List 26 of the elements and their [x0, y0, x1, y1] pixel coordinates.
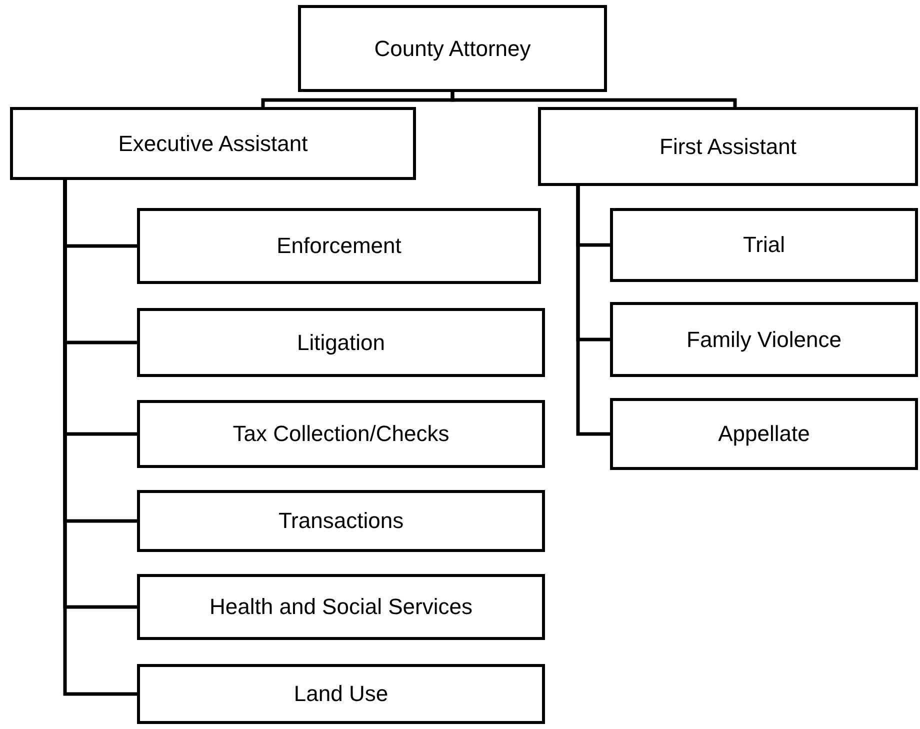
org-box [137, 574, 545, 640]
org-box [137, 208, 541, 284]
org-box [538, 107, 918, 186]
box-label: Appellate [718, 421, 810, 447]
box-label: First Assistant [660, 134, 796, 160]
org-box [298, 5, 607, 92]
org-box [610, 302, 918, 377]
box-label: Health and Social Services [210, 594, 472, 620]
box-label: Family Violence [686, 326, 842, 352]
org-box [137, 400, 545, 468]
box-label: Trial [743, 232, 785, 258]
box-label: Tax Collection/Checks [232, 421, 450, 447]
org-box [137, 490, 545, 552]
org-box [137, 664, 545, 724]
connector-line [450, 92, 737, 107]
box-label: County Attorney [374, 36, 531, 62]
org-box [610, 398, 918, 470]
connector-line [576, 186, 610, 436]
box-label: Land Use [294, 681, 388, 707]
box-label: Executive Assistant [118, 130, 308, 156]
box-label: Transactions [278, 508, 404, 534]
org-box [610, 208, 918, 282]
org-box [137, 308, 545, 377]
org-box [10, 107, 416, 180]
box-label: Enforcement [276, 233, 402, 259]
box-label: Litigation [296, 330, 386, 356]
